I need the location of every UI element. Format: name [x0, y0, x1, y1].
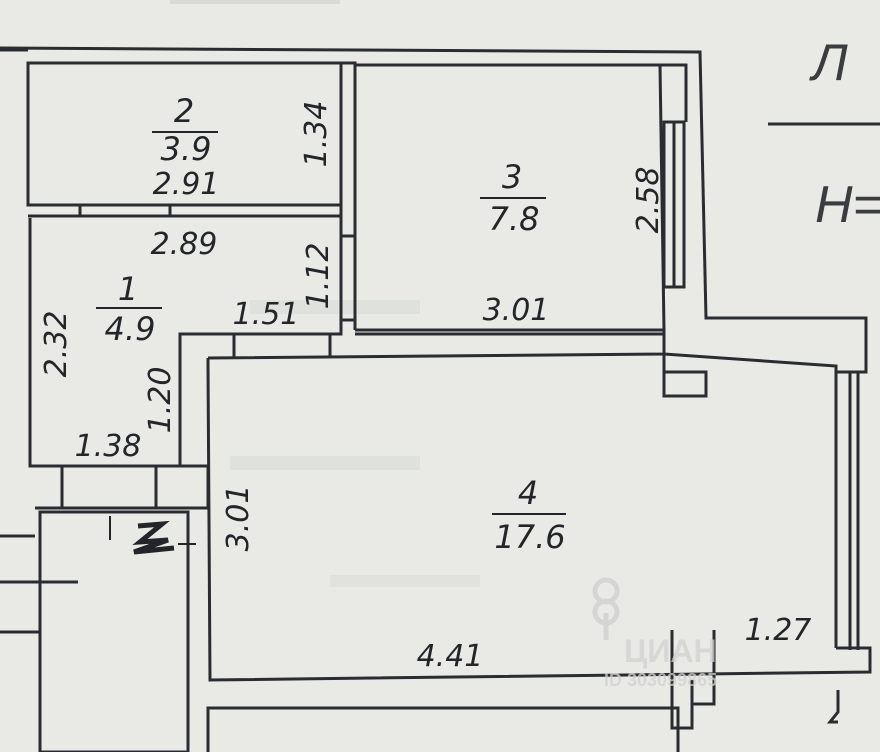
svg-text:4.9: 4.9 [105, 310, 156, 348]
dim-1-51: 1.51 [233, 297, 300, 332]
watermark-id: ID 303099865 [604, 670, 717, 690]
background-print [170, 0, 480, 587]
dim-2-89: 2.89 [151, 227, 218, 262]
room-label-3: 3 7.8 [480, 158, 546, 238]
svg-text:4: 4 [518, 474, 538, 512]
dim-1-27: 1.27 [745, 613, 812, 648]
svg-text:1: 1 [118, 270, 138, 308]
svg-text:7.8: 7.8 [489, 200, 540, 238]
svg-text:2: 2 [174, 92, 194, 130]
room-label-2: 2 3.9 [152, 92, 218, 168]
pin-icon [592, 577, 620, 640]
room-label-4: 4 17.6 [492, 474, 566, 556]
watermark: ЦИАН ID 303099865 [592, 577, 717, 690]
dim-4-41: 4.41 [417, 639, 484, 674]
dim-1-20: 1.20 [143, 367, 178, 434]
dim-1-38: 1.38 [75, 429, 142, 464]
watermark-brand: ЦИАН [624, 633, 717, 669]
scribble-mark [109, 516, 196, 555]
svg-text:17.6: 17.6 [494, 518, 565, 556]
dim-1-34: 1.34 [299, 101, 334, 168]
dim-2-58: 2.58 [631, 167, 666, 234]
side-text-top: Л [809, 34, 848, 92]
svg-text:3: 3 [502, 158, 522, 196]
side-text-mid: Н= [815, 176, 880, 234]
dim-2-91: 2.91 [153, 167, 220, 202]
dim-3-01-top: 3.01 [483, 293, 550, 328]
svg-text:3.9: 3.9 [161, 130, 212, 168]
room-label-1: 1 4.9 [96, 270, 162, 348]
walls [0, 46, 872, 752]
dim-1-12: 1.12 [301, 243, 336, 310]
dim-2-32: 2.32 [39, 311, 74, 378]
dim-3-01-left: 3.01 [221, 485, 256, 552]
